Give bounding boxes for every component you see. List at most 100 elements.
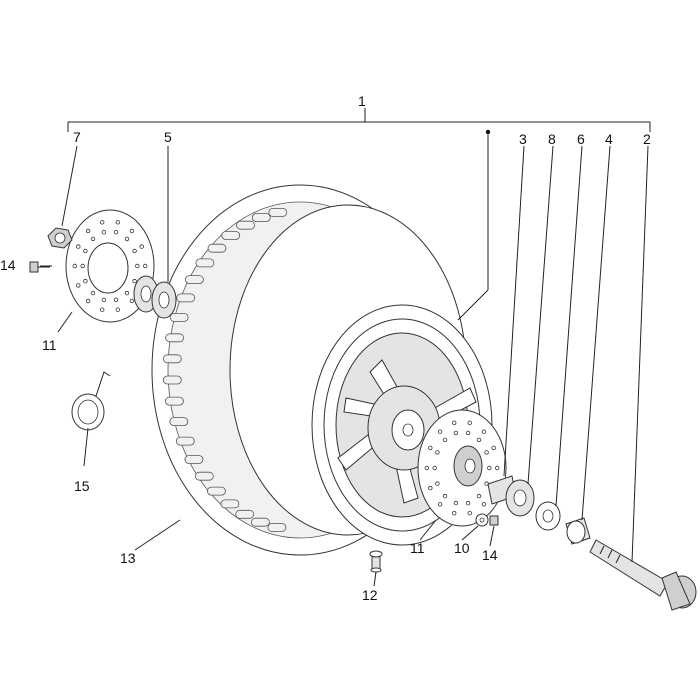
callout-13: 13 (120, 550, 136, 566)
callout-11-right: 11 (410, 540, 425, 556)
left-disc-holes (72, 220, 148, 312)
tread-block (194, 471, 214, 481)
tread-block (164, 396, 184, 406)
leader-lines (40, 134, 649, 587)
disc-hole (115, 307, 120, 312)
tread-block (220, 499, 240, 509)
tread-block (165, 333, 185, 343)
disc-hole (80, 263, 85, 269)
right-bearing (505, 479, 535, 517)
disc-hole (495, 465, 500, 471)
left-bearing (133, 275, 177, 319)
clamp-ring (71, 371, 111, 431)
valve-stem (369, 550, 383, 573)
tire-tread-pattern (162, 207, 288, 532)
callout-11-left: 11 (42, 337, 57, 353)
disc-hole (72, 263, 77, 269)
nut (47, 227, 73, 249)
disc-hole (99, 307, 105, 312)
disc-hole (83, 248, 88, 254)
callout-10: 10 (454, 540, 470, 556)
disc-hole (432, 465, 437, 471)
disc-hole (90, 290, 96, 296)
disc-hole (476, 493, 482, 499)
disc-hole (481, 429, 487, 434)
disc-hole (442, 493, 448, 499)
disc-hole (435, 450, 440, 455)
tread-block (206, 486, 226, 496)
callout-12: 12 (362, 587, 378, 603)
disc-hole (135, 263, 140, 269)
disc-hole (129, 228, 135, 234)
disc-hole (83, 278, 88, 284)
tread-block (207, 243, 227, 253)
disc-hole (76, 244, 81, 249)
disc-hole (453, 500, 459, 506)
tread-block (267, 523, 287, 532)
tread-block (235, 509, 255, 519)
tread-block (236, 220, 255, 230)
disc-hole (113, 229, 119, 235)
disc-hole (467, 511, 472, 516)
callout-1: 1 (358, 93, 366, 109)
disc-hole (90, 236, 96, 242)
disc-hole (481, 502, 487, 507)
callout-4: 4 (605, 131, 613, 147)
disc-hole (442, 437, 448, 443)
disc-hole (85, 228, 91, 234)
disc-hole (124, 236, 130, 242)
left-disc-bolt (29, 261, 50, 273)
seal-ring (535, 501, 561, 531)
disc-hole (428, 445, 433, 451)
disc-hole (491, 445, 496, 451)
tread-block (169, 312, 189, 322)
callout-14-right: 14 (482, 547, 498, 563)
disc-hole (129, 298, 135, 304)
tread-block (184, 275, 204, 285)
tread-block (268, 207, 288, 217)
disc-hole (453, 430, 459, 436)
disc-hole (437, 502, 443, 507)
disc-hole (452, 420, 457, 425)
disc-hole (124, 290, 130, 296)
disc-hole (484, 450, 489, 455)
callout-14-left: 14 (0, 257, 16, 273)
bushing (565, 517, 591, 545)
disc-hole (101, 297, 107, 302)
tread-block (184, 455, 204, 464)
callout-6: 6 (577, 131, 585, 147)
callout-labels: 1 2 3 4 5 6 7 8 10 11 11 12 13 14 14 15 (0, 93, 651, 603)
reference-dot (485, 129, 491, 135)
disc-hole (487, 465, 492, 471)
tread-block (221, 231, 241, 240)
tread-block (162, 354, 182, 364)
disc-hole (465, 430, 471, 436)
disc-hole (424, 465, 429, 471)
disc-hole (467, 420, 472, 425)
callout-5: 5 (164, 129, 172, 145)
wheel-axle (589, 539, 697, 611)
washer (475, 513, 489, 527)
right-brake-disc (417, 409, 507, 527)
left-brake-disc (65, 209, 155, 323)
disc-hole (437, 429, 443, 434)
tread-block (176, 293, 196, 303)
disc-hole (139, 244, 144, 249)
disc-hole (115, 220, 120, 225)
tread-block (175, 436, 195, 446)
disc-hole (452, 511, 457, 516)
disc-hole (142, 263, 148, 269)
tread-block (195, 258, 215, 268)
disc-hole (132, 278, 137, 284)
callout-2: 2 (643, 131, 651, 147)
disc-hole (85, 298, 91, 304)
disc-hole (132, 248, 137, 254)
callout-7: 7 (73, 129, 81, 145)
tread-block (169, 417, 189, 427)
tread-block (162, 375, 182, 385)
right-disc-bolt (489, 515, 499, 526)
right-disc-holes (424, 420, 500, 516)
callout-8: 8 (548, 131, 556, 147)
callout-15: 15 (74, 478, 90, 494)
